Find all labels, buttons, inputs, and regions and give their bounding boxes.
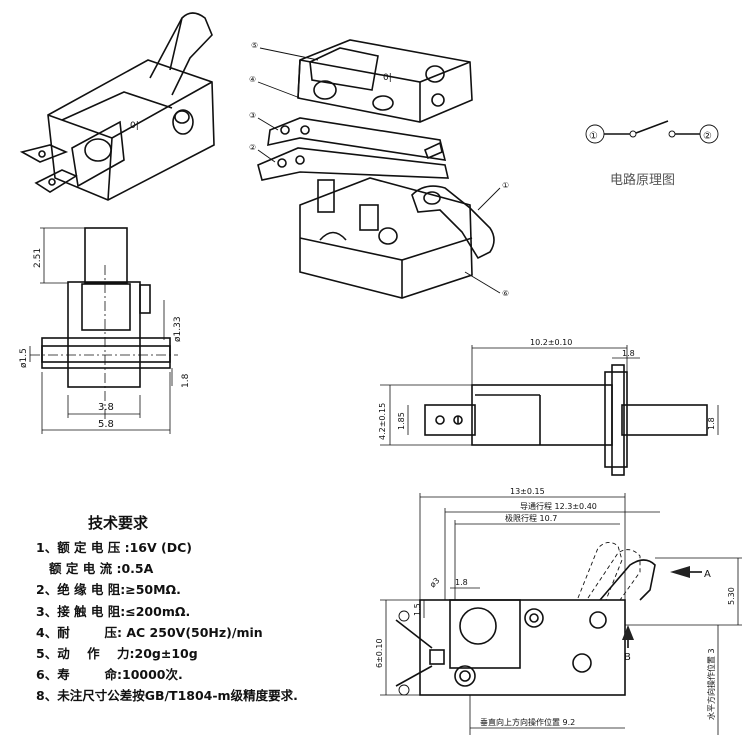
circuit-diagram: ① ② 电路原理图 bbox=[585, 120, 719, 188]
front-dim-top: 2.51 bbox=[33, 248, 43, 268]
circuit-caption: 电路原理图 bbox=[610, 172, 675, 188]
callout-4: ④ bbox=[249, 75, 256, 84]
circuit-terminal-2: ② bbox=[703, 131, 712, 142]
spec-item: 2、绝 缘 电 阻:≥50MΩ. bbox=[36, 582, 181, 598]
front-dim-hole: ø1.5 bbox=[19, 348, 29, 368]
spec-item: 3、接 触 电 阻:≤200mΩ. bbox=[36, 603, 191, 619]
op-dim-vertical-pos: 垂直向上方向操作位置 9.2 bbox=[480, 717, 575, 727]
callout-1: ① bbox=[502, 181, 509, 190]
lever-mark: 0| bbox=[130, 121, 139, 131]
cover-mark: 0| bbox=[383, 73, 392, 83]
isometric-switch: 0| bbox=[19, 12, 215, 201]
op-dim-width: 13±0.15 bbox=[510, 487, 545, 496]
op-dim-pin: 1.5 bbox=[413, 603, 422, 616]
arrow-a-label: A bbox=[704, 569, 711, 580]
tech-requirements-title: 技术要求 bbox=[88, 514, 149, 532]
op-dim-guide-travel: 导通行程 12.3±0.40 bbox=[520, 501, 597, 511]
exploded-view: 0| ⑤ ④ ③ ② ① ⑥ bbox=[249, 39, 509, 299]
side-dim-length: 10.2±0.10 bbox=[530, 338, 572, 347]
op-dim-hole: ø3 bbox=[428, 576, 441, 589]
front-view: 2.51 ø1.33 ø1.5 1.8 3.8 5.8 bbox=[19, 227, 191, 434]
arrow-b-label: B bbox=[624, 652, 631, 663]
op-dim-horizontal-pos: 水平方向操作位置 3 bbox=[706, 648, 716, 720]
spec-item: 8、未注尺寸公差按GB/T1804-m级精度要求. bbox=[36, 688, 298, 704]
side-dim-height: 4.2±0.15 bbox=[378, 403, 387, 440]
op-dim-limit-travel: 极限行程 10.7 bbox=[505, 513, 557, 523]
spec-item: 5、动 作 力:20g±10g bbox=[36, 646, 198, 662]
front-dim-height: 1.8 bbox=[181, 373, 191, 388]
front-dim-inner: 3.8 bbox=[98, 402, 114, 413]
front-dim-overall: 5.8 bbox=[98, 419, 114, 430]
callout-5: ⑤ bbox=[251, 41, 258, 50]
op-dim-lever-left: 1.8 bbox=[455, 578, 468, 587]
tech-requirements-list: 1、额 定 电 压 :16V (DC) 额 定 电 流 :0.5A 2、绝 缘 … bbox=[36, 537, 376, 707]
spec-item: 4、耐 压: AC 250V(50Hz)/min bbox=[36, 624, 263, 640]
side-dim-tab: 1.8 bbox=[622, 349, 635, 358]
callout-2: ② bbox=[249, 143, 256, 152]
side-dim-inner: 1.85 bbox=[397, 412, 406, 430]
spec-item: 1、额 定 电 压 :16V (DC) bbox=[36, 540, 192, 555]
side-view: 10.2±0.10 1.8 4.2±0.15 1.85 1.8 bbox=[378, 338, 719, 476]
operation-view: A B 13±0.15 导通行程 12.3±0.40 极限行程 10.7 1.8… bbox=[375, 487, 742, 735]
circuit-terminal-1: ① bbox=[589, 131, 598, 142]
spec-item: 额 定 电 流 :0.5A bbox=[36, 561, 154, 577]
spec-item: 6、寿 命:10000次. bbox=[36, 667, 183, 683]
op-dim-height: 6±0.10 bbox=[375, 638, 384, 668]
callout-6: ⑥ bbox=[502, 289, 509, 298]
side-dim-right: 1.8 bbox=[707, 417, 716, 430]
op-dim-right-height: 5.30 bbox=[727, 587, 736, 605]
front-dim-pin: ø1.33 bbox=[173, 316, 183, 342]
callout-3: ③ bbox=[249, 111, 256, 120]
